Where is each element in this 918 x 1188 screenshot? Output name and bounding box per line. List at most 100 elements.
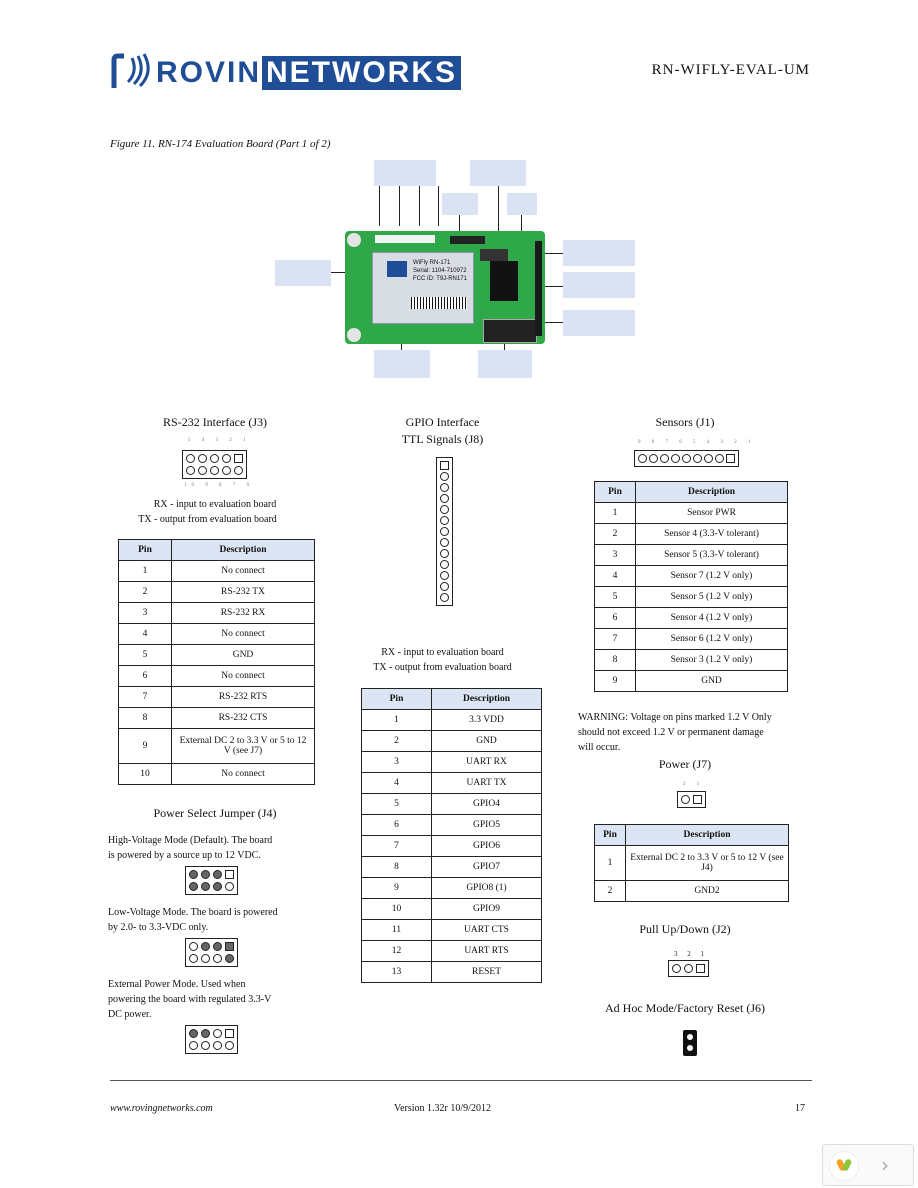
callout-arrow	[379, 186, 380, 226]
footer-divider	[110, 1080, 812, 1081]
column-header: Description	[431, 688, 542, 710]
pin-number-cell: 3	[361, 751, 432, 773]
figure-caption: Figure 11. RN-174 Evaluation Board (Part…	[110, 138, 331, 150]
callout-box	[374, 160, 436, 186]
pin-description-cell: Sensor 5 (1.2 V only)	[635, 586, 788, 608]
pin-description-cell: UART RTS	[431, 940, 542, 962]
gpio-title: GPIO Interface	[405, 415, 480, 429]
callout-arrow	[530, 253, 563, 254]
callout-arrow	[521, 215, 522, 237]
pin-description-cell: GPIO8 (1)	[431, 877, 542, 899]
callout-arrow	[419, 186, 420, 226]
callout-box	[563, 310, 635, 336]
pin-number-cell: 2	[118, 581, 172, 603]
pin-description-cell: No connect	[171, 560, 315, 582]
pin-description-cell: Sensor 4 (3.3-V tolerant)	[635, 523, 788, 545]
pin-description-cell: 3.3 VDD	[431, 709, 542, 731]
callout-box	[563, 272, 635, 298]
callout-arrow	[459, 215, 460, 235]
pin-number-cell: 5	[361, 793, 432, 815]
pin-description-cell: No connect	[171, 763, 315, 785]
adhoc-jumper-diagram	[683, 1030, 697, 1056]
pin-description-cell: GND	[171, 644, 315, 666]
pin-description-cell: RESET	[431, 961, 542, 983]
pin-number-cell: 6	[361, 814, 432, 836]
pin-number-cell: 13	[361, 961, 432, 983]
external-power-text: External Power Mode. Used when powering …	[108, 979, 272, 1020]
column-header: Pin	[594, 481, 636, 503]
gpio-subtitle: TTL Signals (J8)	[401, 432, 484, 446]
voltage-warning: WARNING: Voltage on pins marked 1.2 V On…	[578, 712, 772, 753]
callout-box	[470, 160, 526, 186]
pin-number-cell: 2	[594, 880, 626, 902]
rs232-header-diagram	[182, 450, 247, 479]
pin-number-cell: 6	[118, 665, 172, 687]
pin-number-cell: 5	[594, 586, 636, 608]
column-header: Pin	[594, 824, 626, 846]
jumper-low-voltage-diagram	[185, 938, 238, 967]
pin-description-cell: RS-232 TX	[171, 581, 315, 603]
pin-number-cell: 9	[594, 670, 636, 692]
pin-description-cell: No connect	[171, 665, 315, 687]
pin-description-cell: External DC 2 to 3.3 V or 5 to 12 V (see…	[625, 845, 789, 881]
pin-description-cell: No connect	[171, 623, 315, 645]
pin-number-cell: 9	[361, 877, 432, 899]
callout-arrow	[504, 338, 505, 350]
pin-description-cell: GPIO9	[431, 898, 542, 920]
pin-description-cell: GPIO6	[431, 835, 542, 857]
pin-description-cell: GPIO7	[431, 856, 542, 878]
column-header: Description	[171, 539, 315, 561]
pin-number-cell: 10	[118, 763, 172, 785]
sensors-pin-numbers: 9 8 7 6 5 4 3 2 1	[638, 440, 756, 445]
pin-number-cell: 8	[361, 856, 432, 878]
adhoc-title: Ad Hoc Mode/Factory Reset (J6)	[605, 1001, 765, 1015]
chevron-right-icon[interactable]: ›	[881, 1153, 889, 1177]
rs232-bottom-pin-numbers: 10 9 8 7 6	[184, 483, 254, 488]
pin-number-cell: 2	[361, 730, 432, 752]
pin-description-cell: GPIO5	[431, 814, 542, 836]
gpio-note-rx: RX - input to evaluation board	[381, 647, 504, 658]
pin-number-cell: 4	[594, 565, 636, 587]
pin-number-cell: 1	[594, 502, 636, 524]
callout-box	[442, 193, 478, 215]
pin-description-cell: GND	[635, 670, 788, 692]
power-select-title: Power Select Jumper (J4)	[153, 806, 277, 820]
pin-description-cell: Sensor 6 (1.2 V only)	[635, 628, 788, 650]
viewer-logo-icon[interactable]	[829, 1151, 859, 1181]
column-header: Description	[635, 481, 788, 503]
rs232-note-tx: TX - output from evaluation board	[138, 514, 277, 525]
pin-description-cell: Sensor 3 (1.2 V only)	[635, 649, 788, 671]
logo-text-networks: NETWORKS	[262, 56, 461, 90]
rs232-note-rx: RX - input to evaluation board	[153, 499, 277, 510]
pin-number-cell: 7	[594, 628, 636, 650]
pin-number-cell: 9	[118, 728, 172, 764]
roving-networks-logo: ROVING NETWORKS	[110, 52, 461, 94]
callout-arrow	[540, 322, 563, 323]
module-label: WiFly RN-171	[413, 260, 451, 266]
pin-description-cell: UART CTS	[431, 919, 542, 941]
column-header: Pin	[361, 688, 432, 710]
power-j7-title: Power (J7)	[658, 757, 712, 771]
pin-number-cell: 10	[361, 898, 432, 920]
pullup-pin-numbers: 3 2 1	[674, 950, 708, 958]
